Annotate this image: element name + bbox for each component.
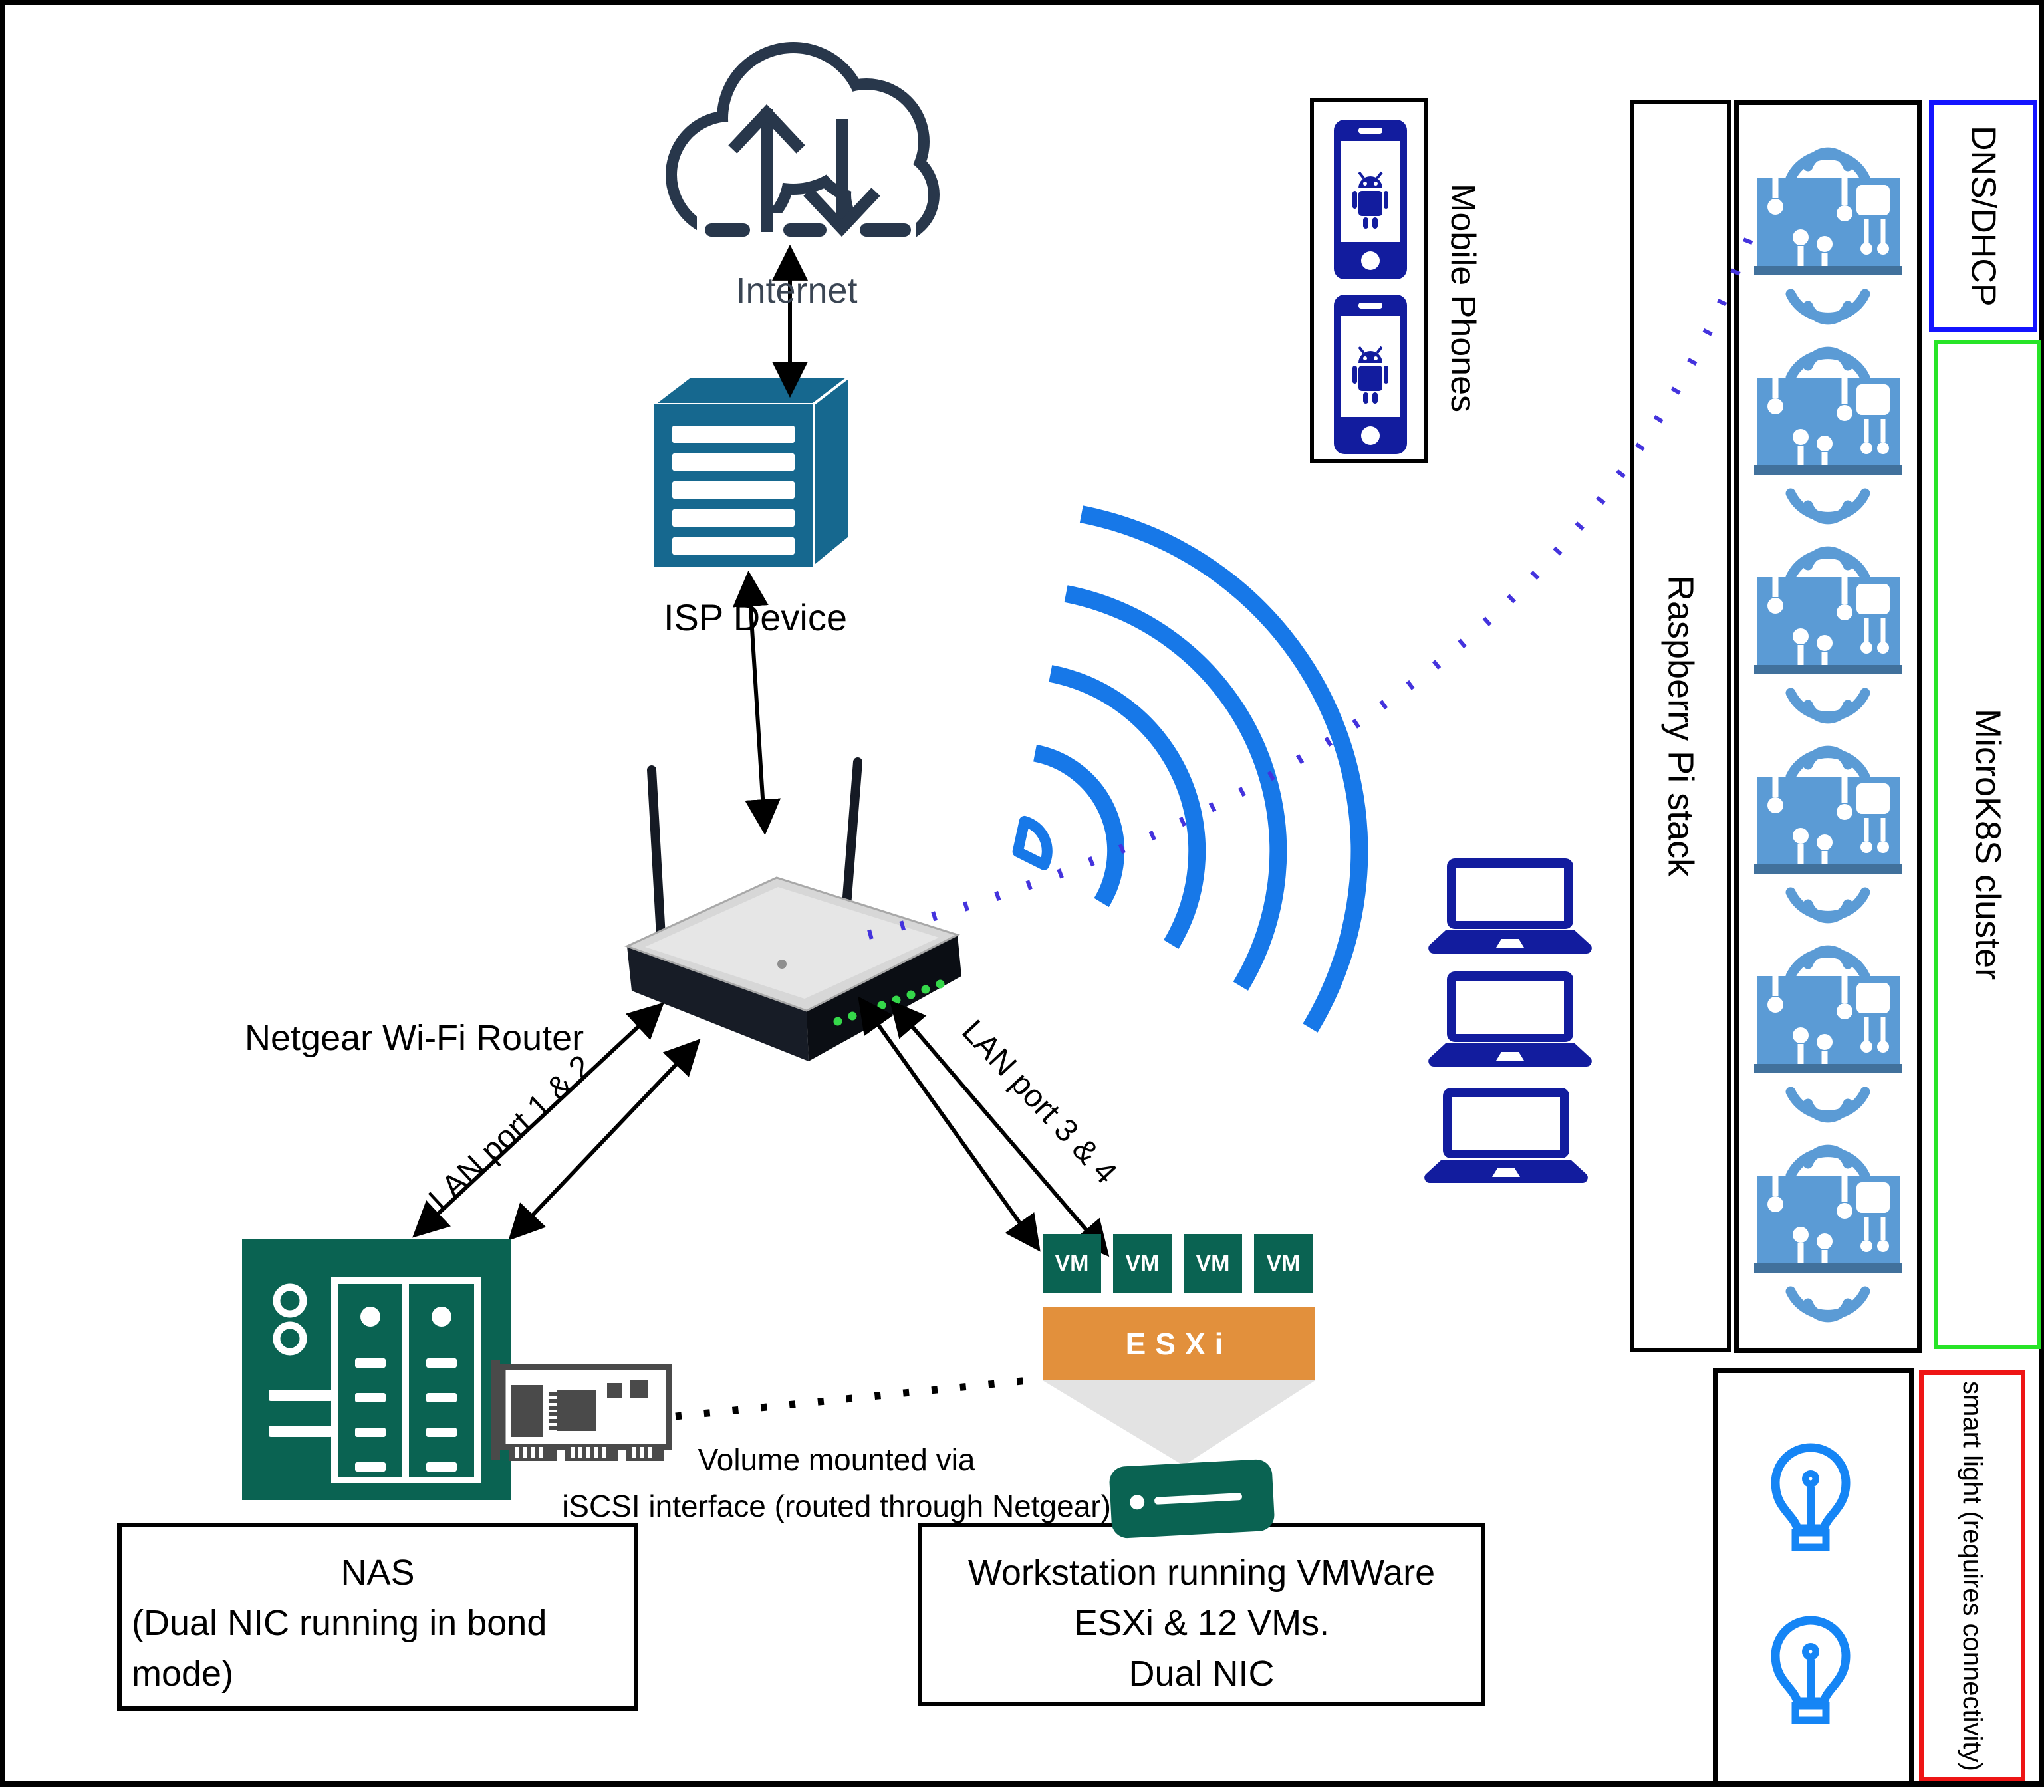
nas-caption-line1: NAS bbox=[340, 1553, 415, 1593]
smart-light-label-box: smart light (requires connectivity) bbox=[1919, 1370, 2025, 1781]
workstation-caption-line3: Dual NIC bbox=[1128, 1654, 1275, 1694]
iscsi-volume-note-line2: iSCSI interface (routed through Netgear) bbox=[562, 1489, 1111, 1523]
nas-caption-line2: (Dual NIC running in bond mode) bbox=[132, 1603, 547, 1694]
iscsi-volume-note: Volume mounted via iSCSI interface (rout… bbox=[517, 1436, 1156, 1529]
isp-device-label: ISP Device bbox=[664, 596, 847, 638]
arrow-lan34-a bbox=[858, 996, 1041, 1252]
esxi-label: ESXi bbox=[1125, 1327, 1233, 1361]
microk8s-box: MicroK8S cluster bbox=[1934, 340, 2041, 1349]
router-icon bbox=[624, 757, 961, 1061]
internet-label: Internet bbox=[735, 271, 858, 311]
nas-icon bbox=[242, 1239, 511, 1500]
dns-dhcp-label: DNS/DHCP bbox=[1964, 126, 2003, 307]
isp-device-icon bbox=[650, 373, 854, 571]
arrow-lan12-b bbox=[508, 1039, 701, 1241]
workstation-caption-line1: Workstation running VMWare bbox=[967, 1553, 1436, 1593]
laptop-icon bbox=[1424, 858, 1592, 1183]
workstation-caption-box: Workstation running VMWare ESXi & 12 VMs… bbox=[918, 1523, 1485, 1706]
raspberry-pi-icons-box bbox=[1734, 100, 1922, 1353]
smart-light-label: smart light (requires connectivity) bbox=[1958, 1380, 1987, 1771]
vm-label-1: VM bbox=[1055, 1250, 1089, 1276]
vm-label-4: VM bbox=[1266, 1250, 1301, 1276]
cloud-updown-arrows-icon bbox=[728, 104, 880, 237]
dns-dhcp-box: DNS/DHCP bbox=[1929, 100, 2037, 332]
router-label: Netgear Wi-Fi Router bbox=[245, 1018, 584, 1058]
router-led-lights bbox=[833, 979, 945, 1026]
mobile-phones-box bbox=[1310, 98, 1428, 463]
vm-label-3: VM bbox=[1196, 1250, 1230, 1276]
internet-cloud-icon bbox=[666, 42, 940, 259]
raspberry-pi-stack-label: Raspberry Pi stack bbox=[1660, 575, 1701, 877]
mobile-phones-label: Mobile Phones bbox=[1444, 184, 1483, 412]
iscsi-dotted-line bbox=[675, 1375, 1042, 1420]
wifi-signal-icon bbox=[1012, 505, 1368, 1033]
workstation-caption-line2: ESXi & 12 VMs. bbox=[1073, 1603, 1330, 1643]
iscsi-volume-note-line1: Volume mounted via bbox=[698, 1442, 975, 1477]
nas-caption-box: NAS (Dual NIC running in bond mode) bbox=[117, 1523, 638, 1711]
lan34-label: LAN port 3 & 4 bbox=[955, 1013, 1124, 1191]
raspberry-pi-stack-label-box: Raspberry Pi stack bbox=[1630, 100, 1731, 1352]
smart-light-box bbox=[1713, 1368, 1914, 1786]
microk8s-label: MicroK8S cluster bbox=[1968, 708, 2008, 981]
vm-label-2: VM bbox=[1125, 1250, 1160, 1276]
